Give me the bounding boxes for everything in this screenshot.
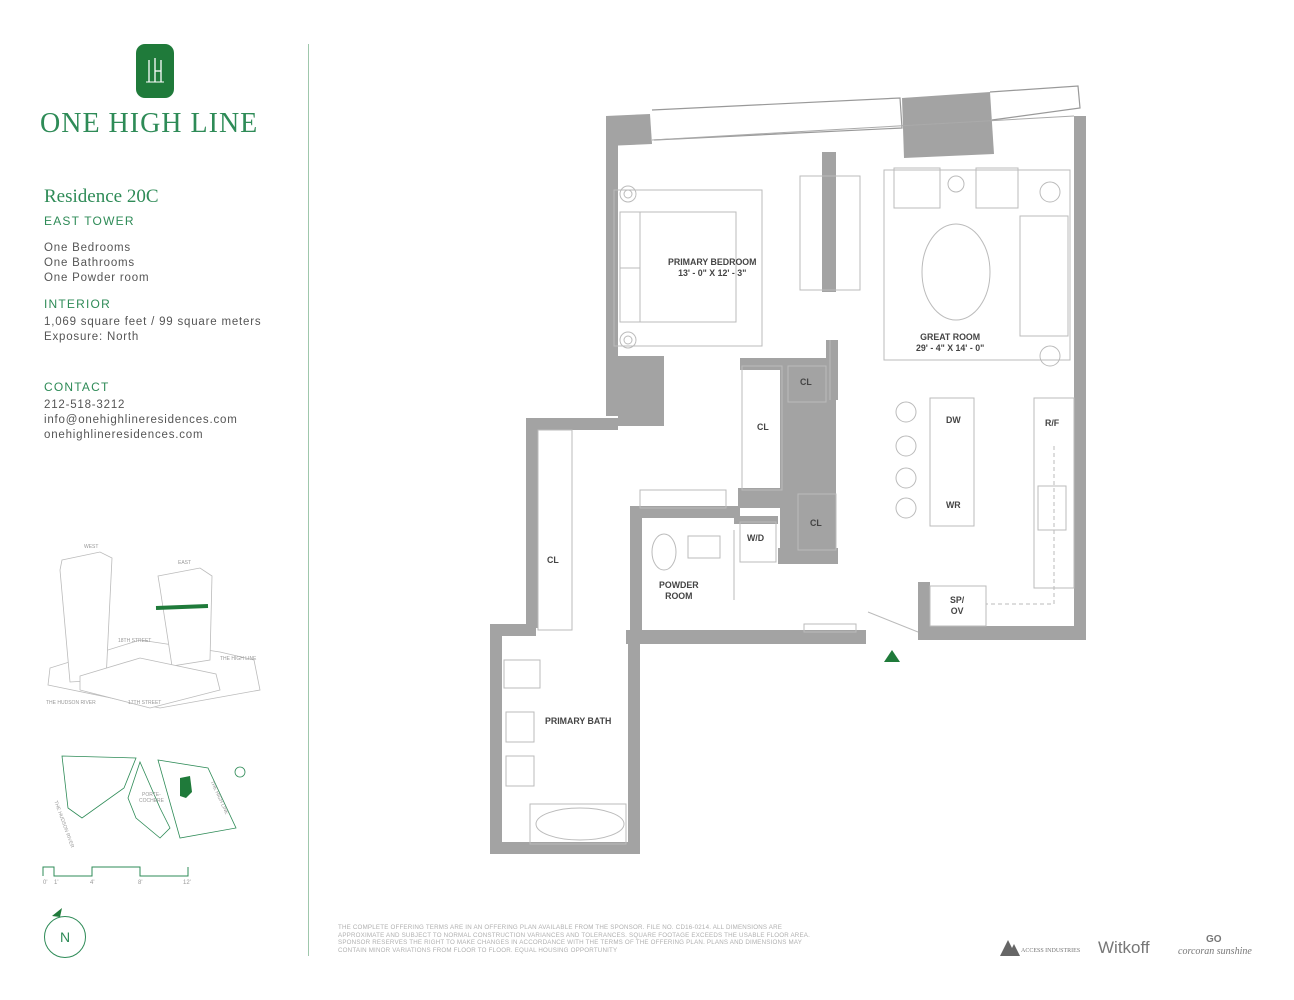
west-label: WEST [84, 544, 99, 550]
website-link[interactable]: onehighlineresidences.com [44, 429, 204, 441]
scale-1: 1' [54, 880, 59, 886]
great-room-label: GREAT ROOM 29' - 4" X 14' - 0" [916, 332, 984, 354]
primary-bedroom-dim: 13' - 0" X 12' - 3" [678, 268, 747, 278]
residence-title: Residence 20C [44, 186, 159, 207]
scale-4: 4' [90, 880, 95, 886]
phone-text[interactable]: 212-518-3212 [44, 399, 126, 411]
primary-bath-label: PRIMARY BATH [545, 716, 612, 726]
email-link[interactable]: info@onehighlineresidences.com [44, 414, 238, 426]
high-line-label: THE HIGH LINE [220, 656, 257, 662]
washer-dryer-label: W/D [747, 533, 765, 543]
street-17-label: 17TH STREET [128, 700, 162, 706]
exposure-text: Exposure: North [44, 331, 140, 343]
bathrooms-text: One Bathrooms [44, 257, 135, 269]
closet-label-4: CL [547, 555, 559, 565]
corcoran-mark: GO [1206, 934, 1222, 945]
building-diagram [47, 551, 261, 709]
corcoran-sunshine-logo: corcoran sunshine [1178, 946, 1252, 957]
site-plan-diagram [61, 755, 246, 839]
powder-room-label: POWDER ROOM [659, 580, 699, 602]
dishwasher-label: DW [946, 415, 961, 425]
tower-label: EAST TOWER [44, 214, 135, 228]
north-arrow-icon [52, 908, 62, 917]
legal-disclaimer: THE COMPLETE OFFERING TERMS ARE IN AN OF… [338, 924, 811, 954]
monogram-icon [146, 58, 164, 83]
primary-bedroom-name: PRIMARY BEDROOM [668, 257, 757, 267]
powder-room-line-2: ROOM [665, 591, 693, 601]
north-compass-icon: N [44, 916, 86, 958]
closet-label-1: CL [800, 377, 812, 387]
great-room-dim: 29' - 4" X 14' - 0" [916, 343, 985, 353]
panel-divider [308, 44, 309, 956]
compass-letter: N [59, 929, 71, 945]
wine-refrigerator-label: WR [946, 500, 961, 510]
powder-room-line-1: POWDER [659, 580, 699, 590]
access-industries-logo: ACCESS INDUSTRIES [1021, 948, 1081, 954]
oven-line-1: SP/ [950, 595, 965, 605]
interior-heading: INTERIOR [44, 297, 111, 311]
area-text: 1,069 square feet / 99 square meters [44, 316, 262, 328]
refrigerator-label: R/F [1045, 418, 1060, 428]
brand-name: ONE HIGH LINE [40, 108, 259, 139]
scale-12: 12' [183, 880, 191, 886]
oven-label: SP/ OV [950, 595, 964, 617]
closet-label-3: CL [810, 518, 822, 528]
street-18-label: 18TH STREET [118, 638, 152, 644]
witkoff-logo: Witkoff [1098, 938, 1150, 957]
powder-text: One Powder room [44, 272, 150, 284]
east-label: EAST [178, 560, 192, 566]
hudson-label: THE HUDSON RIVER [46, 700, 96, 706]
closet-label-2: CL [757, 422, 769, 432]
contact-heading: CONTACT [44, 380, 110, 394]
cochere-label: COCHERE [139, 798, 165, 804]
bedrooms-text: One Bedrooms [44, 242, 131, 254]
scale-bar [42, 866, 189, 877]
logo-mark [136, 44, 174, 98]
scale-0: 0' [43, 880, 48, 886]
floor-plan [490, 85, 1086, 854]
porte-label: PORTE- [142, 792, 161, 798]
access-industries-icon [1000, 940, 1020, 956]
primary-bedroom-label: PRIMARY BEDROOM 13' - 0" X 12' - 3" [668, 257, 756, 279]
great-room-name: GREAT ROOM [920, 332, 981, 342]
oven-line-2: OV [950, 606, 964, 616]
scale-8: 8' [138, 880, 143, 886]
